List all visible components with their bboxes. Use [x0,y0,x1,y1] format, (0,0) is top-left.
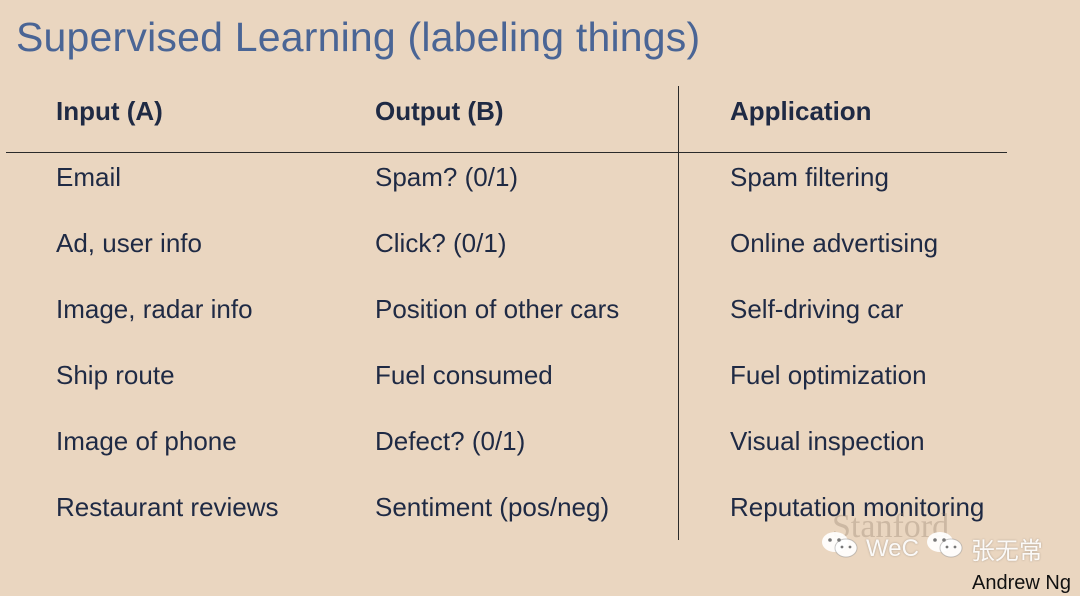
table-cell-input: Restaurant reviews [56,492,279,522]
header-divider [6,152,1007,153]
table-cell-application: Fuel optimization [730,360,927,390]
header-application: Application [730,96,872,126]
table-cell-application: Reputation monitoring [730,492,985,522]
watermark-text-left: WeC [866,534,919,562]
table-cell-output: Sentiment (pos/neg) [375,492,610,522]
table-cell-application: Online advertising [730,228,939,258]
author-name: Andrew Ng [972,572,1071,594]
wechat-icon [820,530,860,567]
table-cell-output: Click? (0/1) [375,228,507,258]
column-divider [678,86,679,540]
table-cell-application: Visual inspection [730,426,925,456]
table-cell-output: Spam? (0/1) [375,162,519,192]
watermark-text-right: 张无常 [970,538,1043,565]
slide-title: Supervised Learning (labeling things) [16,14,701,60]
table-cell-input: Ad, user info [56,228,202,258]
table-cell-output: Defect? (0/1) [375,426,526,456]
wechat-icon [925,530,965,567]
table-cell-input: Image, radar info [56,294,253,324]
table-cell-output: Position of other cars [375,294,620,324]
table-cell-application: Spam filtering [730,162,889,192]
table-cell-application: Self-driving car [730,294,904,324]
table-cell-input: Ship route [56,360,175,390]
table-cell-output: Fuel consumed [375,360,553,390]
header-output: Output (B) [375,96,504,126]
header-input: Input (A) [56,96,163,126]
wechat-watermark: WeC 张无常 [820,530,1043,567]
table-cell-input: Image of phone [56,426,237,456]
table-cell-input: Email [56,162,122,192]
